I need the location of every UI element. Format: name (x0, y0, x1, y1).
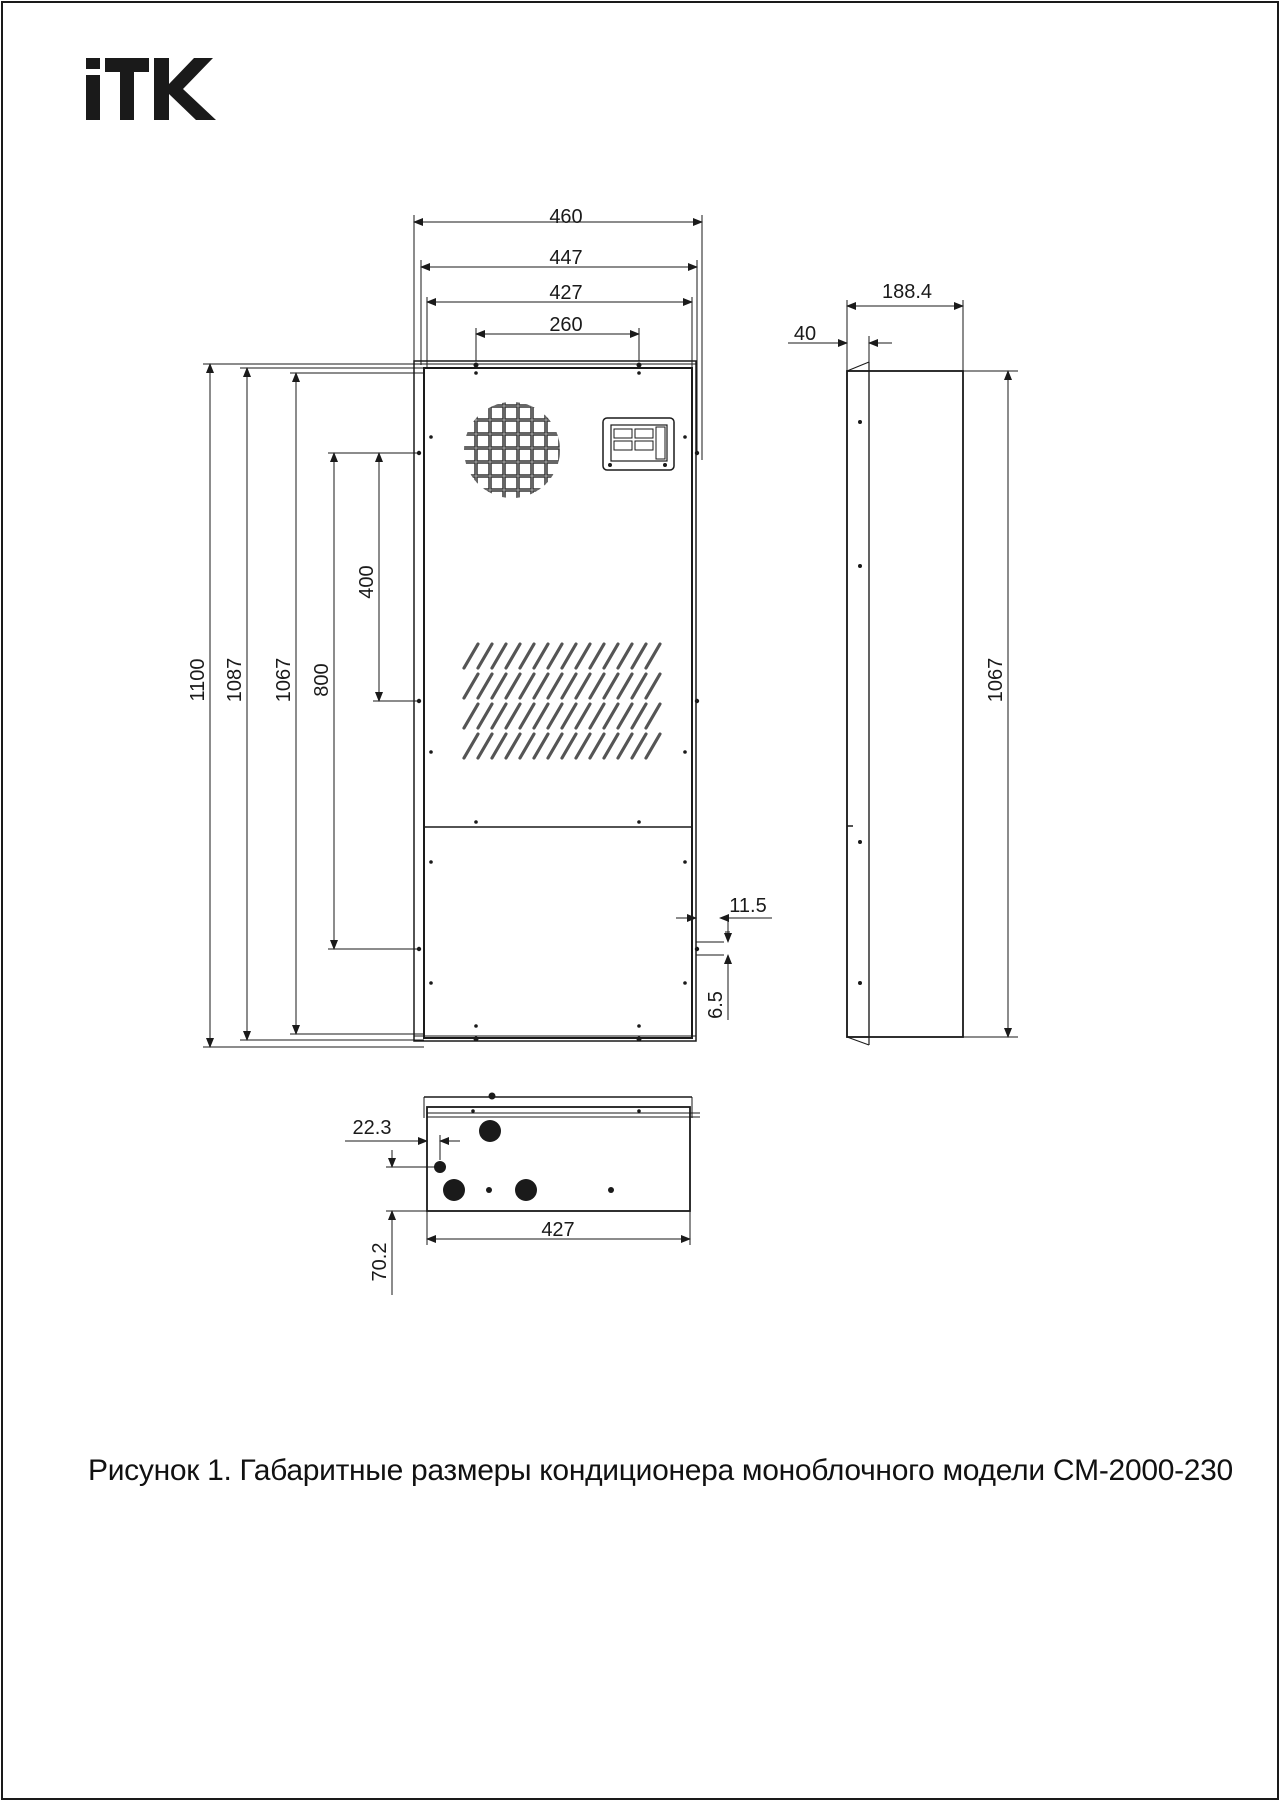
dim-1087: 1087 (224, 658, 246, 703)
front-body-inner (423, 367, 693, 1039)
dim-70-2: 70.2 (369, 1243, 391, 1282)
dim-1100: 1100 (187, 658, 209, 701)
dim-6-5: 6.5 (705, 991, 727, 1019)
dim-40: 40 (794, 323, 816, 345)
dim-1067-front: 1067 (273, 658, 295, 703)
cable-entry-left (443, 1179, 465, 1201)
front-dimensions (203, 215, 772, 1048)
dim-460: 460 (549, 206, 582, 228)
side-dimensions (788, 300, 1018, 1038)
dim-1067-side: 1067 (985, 658, 1007, 703)
dim-188-4: 188.4 (882, 281, 932, 303)
bottom-body (426, 1106, 691, 1212)
dim-260: 260 (549, 314, 582, 336)
dim-447: 447 (549, 247, 582, 269)
fan-grille (464, 402, 560, 498)
front-view (413, 360, 724, 1042)
side-body (846, 370, 964, 1038)
figure-caption: Рисунок 1. Габаритные размеры кондиционе… (88, 1454, 1233, 1487)
side-flange (846, 370, 870, 1038)
bottom-dimensions (345, 1135, 691, 1295)
controller-panel (602, 417, 675, 471)
dim-22-3: 22.3 (353, 1117, 392, 1139)
dim-11-5: 11.5 (729, 895, 766, 917)
dim-400: 400 (356, 565, 378, 598)
louvre-vents (462, 642, 662, 760)
cable-entry-right (515, 1179, 537, 1201)
dim-800: 800 (311, 663, 333, 696)
itk-logo (86, 58, 216, 120)
cable-entry-large (479, 1120, 501, 1142)
dim-427-top: 427 (549, 282, 582, 304)
bottom-view (423, 1092, 700, 1212)
side-view (846, 361, 964, 1046)
dim-427-bottom: 427 (541, 1219, 574, 1241)
mounting-holes (416, 362, 700, 1042)
